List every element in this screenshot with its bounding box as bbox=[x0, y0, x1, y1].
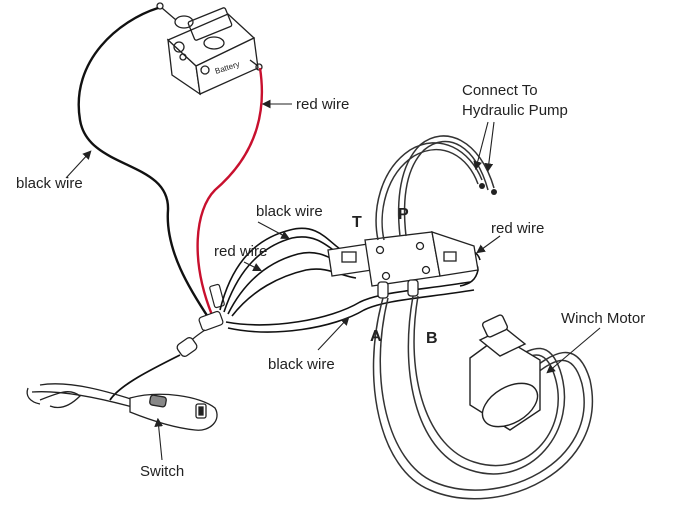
valve-block bbox=[327, 231, 479, 299]
label-switch: Switch bbox=[140, 463, 185, 480]
red-wire-battery bbox=[196, 67, 264, 316]
switch-plug bbox=[109, 329, 206, 401]
battery-terminal-stubs bbox=[156, 2, 263, 71]
label-red-wire-mid: red wire bbox=[214, 243, 268, 260]
label-hydraulic-pump: Hydraulic Pump bbox=[462, 102, 568, 119]
leader-lines bbox=[65, 99, 601, 461]
label-black-wire-bottom: black wire bbox=[268, 356, 335, 373]
label-red-wire-right: red wire bbox=[491, 220, 545, 237]
label-red-wire-top: red wire bbox=[296, 96, 350, 113]
black-wire-battery bbox=[77, 6, 211, 321]
pump-hose-ends bbox=[479, 183, 497, 195]
junction-connector bbox=[198, 283, 225, 332]
label-winch-motor: Winch Motor bbox=[561, 310, 646, 327]
label-port-a: A bbox=[370, 328, 382, 345]
motor-hoses bbox=[372, 295, 593, 500]
pump-hoses bbox=[375, 135, 495, 241]
label-port-t: T bbox=[352, 214, 362, 231]
label-black-wire-mid: black wire bbox=[256, 203, 323, 220]
label-black-wire-left: black wire bbox=[16, 175, 83, 192]
winch-motor bbox=[469, 314, 541, 431]
switch bbox=[26, 383, 218, 431]
lower-harness bbox=[225, 281, 475, 333]
label-connect-to: Connect To bbox=[462, 82, 538, 99]
battery bbox=[166, 7, 259, 96]
label-port-p: P bbox=[398, 206, 409, 223]
label-port-b: B bbox=[426, 330, 438, 347]
